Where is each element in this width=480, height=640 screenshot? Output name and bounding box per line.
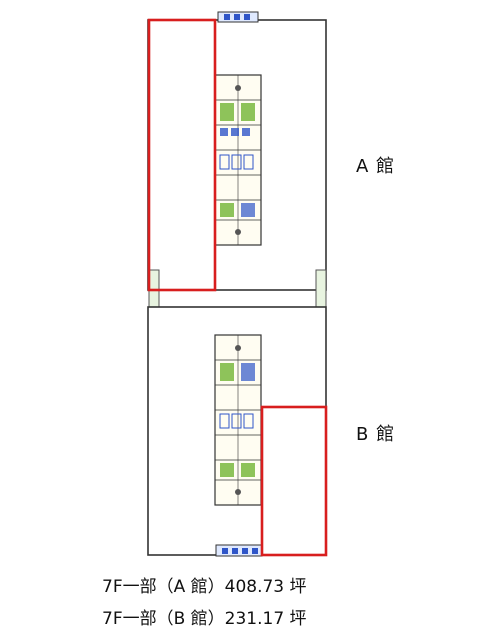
highlight-area-b <box>260 405 328 557</box>
entrance-b-bottom <box>215 544 263 557</box>
highlight-area-a <box>147 18 217 292</box>
building-b-label: B 館 <box>356 424 396 445</box>
area-line-a: 7F一部（A 館）408.73 坪 <box>102 577 307 597</box>
building-a-label: A 館 <box>356 156 396 177</box>
area-line-b: 7F一部（B 館）231.17 坪 <box>102 609 307 629</box>
floor-plan <box>147 11 328 557</box>
entrance-a-top <box>217 11 259 23</box>
core-b <box>214 334 262 506</box>
core-a <box>214 74 262 246</box>
